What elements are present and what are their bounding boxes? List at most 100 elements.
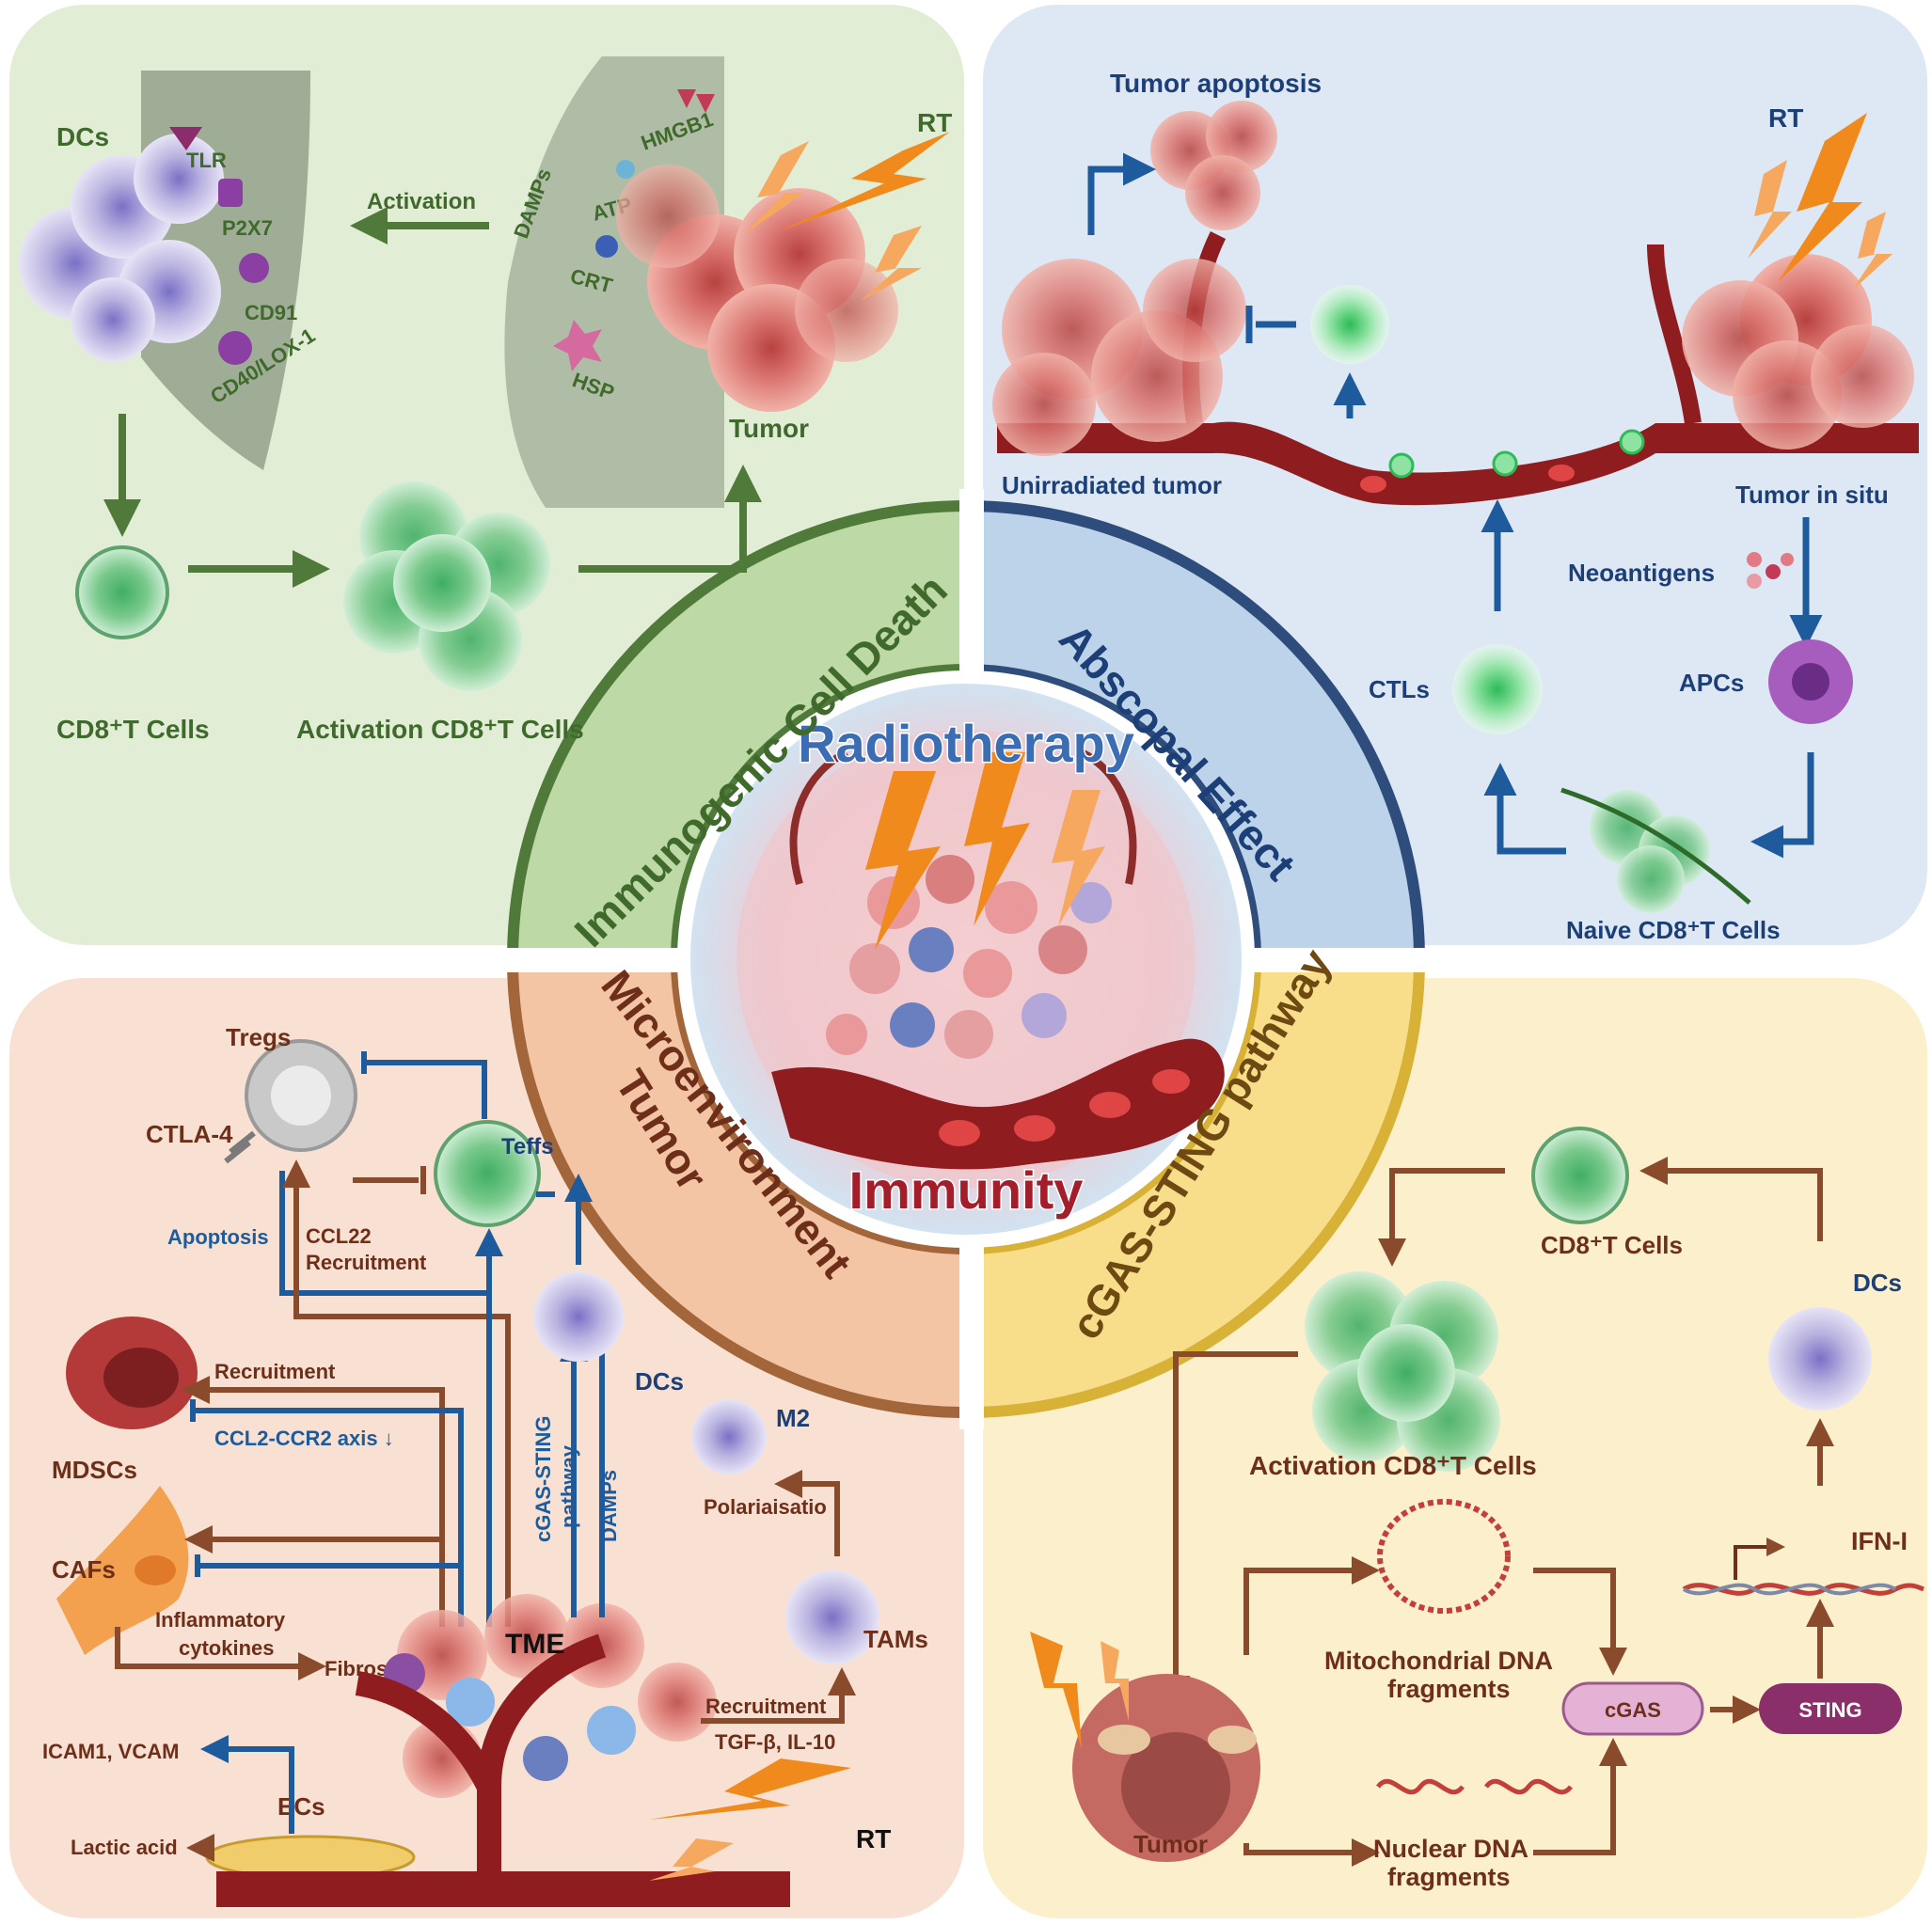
rt-bolt-icon bbox=[1030, 1632, 1082, 1749]
rt-bolt-icon bbox=[1778, 113, 1867, 282]
label-mdscs: MDSCs bbox=[52, 1456, 137, 1484]
dc-cluster bbox=[19, 134, 224, 362]
label-dcs: DCs bbox=[635, 1367, 684, 1396]
label-recruitment-mdsc: Recruitment bbox=[214, 1360, 336, 1383]
label-lactic-acid: Lactic acid bbox=[71, 1836, 178, 1859]
cgas-box bbox=[1561, 1681, 1704, 1736]
cd8-t-cell bbox=[1531, 1127, 1629, 1224]
label-p2x7: P2X7 bbox=[222, 216, 273, 240]
rt-bolt-icon bbox=[1851, 212, 1892, 292]
panel-cgas: CD8⁺T Cells DCs Activation CD8⁺T Cells T… bbox=[1030, 1127, 1924, 1891]
ring-cgas-arc bbox=[960, 954, 1426, 1419]
mitochondrial-dna-icon bbox=[1377, 1499, 1511, 1614]
rt-bolt-icon bbox=[649, 1758, 851, 1820]
dc-cell bbox=[533, 1271, 624, 1362]
rt-bolt-icon bbox=[649, 1838, 734, 1881]
rt-bolt-icon bbox=[781, 132, 950, 230]
label-icam-vcam: ICAM1, VCAM bbox=[42, 1740, 179, 1763]
center-bolt-icon bbox=[865, 771, 941, 950]
ctl-cell bbox=[1452, 644, 1543, 734]
label-tumor: Tumor bbox=[1133, 1830, 1208, 1858]
center-title-immunity: Immunity bbox=[849, 1160, 1084, 1220]
label-cd8-t-cells: CD8⁺T Cells bbox=[1541, 1231, 1683, 1259]
caf-cell bbox=[56, 1486, 189, 1655]
unirradiated-tumor-cluster bbox=[992, 259, 1246, 456]
label-cgas-sting: cGAS-STING bbox=[531, 1416, 555, 1542]
label-tlr: TLR bbox=[186, 149, 227, 172]
label-unirradiated-tumor: Unirradiated tumor bbox=[1002, 471, 1222, 499]
ring-tme-arc bbox=[506, 954, 972, 1419]
cd40-receptor-icon bbox=[218, 331, 252, 365]
label-tams: TAMs bbox=[863, 1625, 928, 1653]
atp-molecule-icon bbox=[616, 160, 635, 179]
center-bolt-icon bbox=[1052, 790, 1105, 926]
label-cd8-t-cells: CD8⁺T Cells bbox=[56, 715, 210, 744]
crt-molecule-icon bbox=[595, 235, 618, 258]
label-naive-cd8-t-cells: Naive CD8⁺T Cells bbox=[1566, 916, 1781, 944]
label-activation: Activation bbox=[367, 189, 476, 214]
label-nuclear-fragments: fragments bbox=[1387, 1863, 1511, 1891]
label-rt: RT bbox=[1768, 103, 1803, 133]
naive-cd8-t-cell-cluster bbox=[1560, 787, 1751, 913]
apoptotic-tumor-cluster bbox=[1150, 101, 1277, 230]
hmgb1-molecule-icon bbox=[677, 89, 715, 113]
hsp-molecule-icon bbox=[553, 320, 602, 371]
nuclear-dna-icon bbox=[1376, 1778, 1573, 1795]
center-blood-vessel bbox=[771, 1038, 1225, 1170]
activated-cd8-t-cell-cluster bbox=[343, 481, 550, 691]
teff-cell bbox=[434, 1120, 541, 1227]
center-bolt-icon bbox=[964, 752, 1030, 926]
label-recruitment-tams: Recruitment bbox=[705, 1695, 827, 1718]
sting-box bbox=[1759, 1683, 1902, 1734]
label-nuclear-dna: Nuclear DNA bbox=[1373, 1835, 1528, 1863]
label-tumor-in-situ: Tumor in situ bbox=[1735, 481, 1889, 509]
label-polarization: Polariaisatio bbox=[704, 1495, 827, 1519]
label-tgf-il10: TGF-β, IL-10 bbox=[715, 1730, 835, 1754]
label-apoptosis: Apoptosis bbox=[167, 1225, 269, 1249]
label-cafs: CAFs bbox=[52, 1555, 116, 1584]
label-ctla4: CTLA-4 bbox=[146, 1120, 233, 1148]
label-ecs: ECs bbox=[277, 1792, 325, 1821]
label-cd91: CD91 bbox=[245, 301, 297, 324]
activated-cd8-t-cell-cluster bbox=[1305, 1271, 1500, 1472]
center-tumor-illustration bbox=[789, 749, 1137, 1059]
rt-bolt-icon bbox=[1101, 1641, 1129, 1721]
label-ccl2-ccr2: CCL2-CCR2 axis ↓ bbox=[214, 1427, 394, 1450]
label-cgas: cGAS bbox=[1605, 1698, 1661, 1722]
ring-abscopal-arc bbox=[960, 499, 1426, 965]
tlr-receptor-icon bbox=[169, 127, 202, 150]
label-rt: RT bbox=[856, 1824, 891, 1853]
cgas-tumor-cell bbox=[1072, 1674, 1260, 1862]
center-title-radiotherapy: Radiotherapy bbox=[798, 714, 1134, 773]
ctla4-antibody-icon bbox=[224, 1130, 256, 1164]
label-ctls: CTLs bbox=[1369, 675, 1430, 703]
label-tumor-apoptosis: Tumor apoptosis bbox=[1110, 69, 1322, 98]
tme-tumor-illustration bbox=[355, 1594, 717, 1890]
rt-bolt-icon bbox=[1748, 160, 1792, 259]
label-activation-cd8-t-cells: Activation CD8⁺T Cells bbox=[296, 715, 584, 744]
tam-cell bbox=[785, 1570, 879, 1664]
neoantigen-dots-icon bbox=[1747, 552, 1794, 589]
label-teffs: Teffs bbox=[501, 1134, 554, 1159]
label-neoantigens: Neoantigens bbox=[1568, 559, 1715, 587]
dc-cell bbox=[1768, 1307, 1872, 1411]
cd8-t-cell bbox=[75, 545, 169, 639]
label-dcs: DCs bbox=[1853, 1269, 1902, 1297]
label-ccl22-recruitment: Recruitment bbox=[306, 1251, 427, 1274]
label-mito-dna: Mitochondrial DNA bbox=[1324, 1647, 1553, 1675]
panel-abscopal: Tumor apoptosis Unirradiated tumor bbox=[992, 69, 1919, 944]
label-m2: M2 bbox=[776, 1404, 810, 1432]
tumor-in-situ-cluster bbox=[1682, 254, 1914, 449]
tumor-cluster bbox=[616, 165, 898, 412]
abscopal-blood-vessel bbox=[997, 421, 1919, 506]
label-dcs: DCs bbox=[56, 122, 109, 151]
label-tregs: Tregs bbox=[226, 1023, 291, 1051]
rt-bolt-icon bbox=[861, 226, 922, 301]
ctl-cell bbox=[1310, 285, 1389, 364]
rt-bolt-icon bbox=[743, 141, 809, 235]
m2-macrophage bbox=[691, 1399, 767, 1475]
label-apcs: APCs bbox=[1679, 669, 1744, 697]
label-tme: TME bbox=[505, 1629, 564, 1660]
tme-base-vessel bbox=[216, 1871, 790, 1907]
panel-icd: DCs TLR P2X7 CD91 CD40/LOX-1 Activation … bbox=[19, 56, 952, 744]
